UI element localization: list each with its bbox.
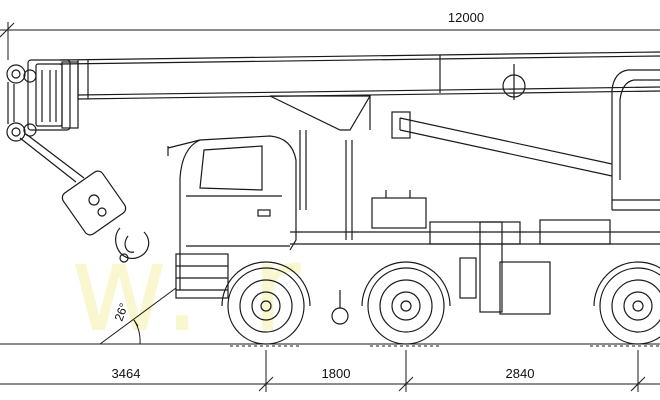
approach-angle-label: 26° [112, 301, 131, 323]
telescopic-boom [6, 51, 660, 142]
hook-block [19, 133, 150, 263]
bottom-dimension-line [0, 350, 660, 392]
outrigger-pad [331, 290, 349, 325]
dimension-overall-length: 12000 [448, 10, 484, 25]
crane-operator-cab [611, 69, 660, 211]
dimension-front-overhang: 3464 [112, 366, 141, 381]
dimension-axle-spacing-1: 1800 [322, 366, 351, 381]
dimension-axle-spacing-2: 2840 [506, 366, 535, 381]
overall-length-dimension [0, 22, 660, 60]
approach-angle-marker [99, 287, 177, 345]
chassis-frame [290, 130, 660, 315]
wheel-third [593, 261, 660, 345]
truck-cab [167, 135, 297, 299]
wheel-second [361, 261, 451, 345]
ground-line [0, 343, 660, 347]
luffing-cylinder [391, 111, 613, 177]
